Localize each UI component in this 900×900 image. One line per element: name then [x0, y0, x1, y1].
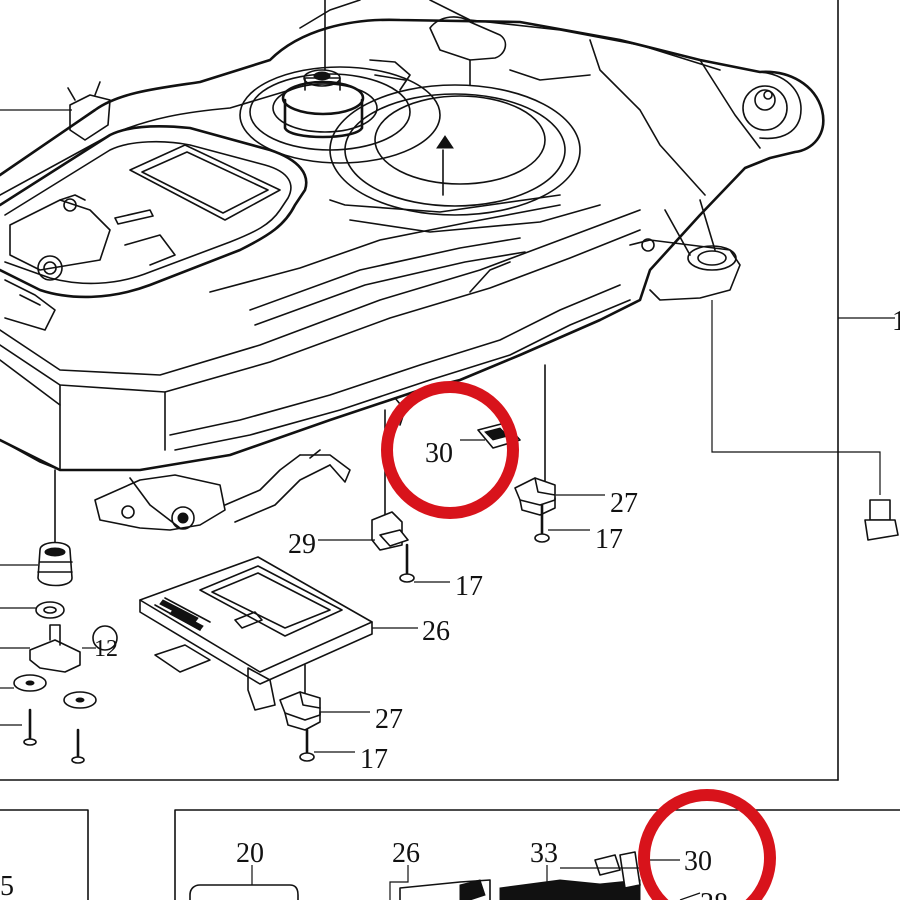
- label-17-bottom: 17: [360, 744, 388, 775]
- label-33: 33: [530, 838, 558, 869]
- label-26: 26: [422, 616, 450, 647]
- label-12: 12: [94, 636, 118, 662]
- label-30-lower: 30: [684, 846, 712, 877]
- label-27-bottom: 27: [375, 704, 403, 735]
- label-28-partial: 28: [700, 888, 728, 900]
- motor-hub: [239, 0, 601, 233]
- label-29: 29: [288, 529, 316, 560]
- right-edge-screw: [0, 109, 899, 541]
- chassis-parts: [54, 364, 605, 583]
- panel-frame-top: [0, 0, 839, 781]
- label-27-right: 27: [610, 488, 638, 519]
- label-20: 20: [236, 838, 264, 869]
- highlight-ring-bottom: [638, 789, 776, 900]
- lower-panel-parts: [189, 851, 701, 900]
- label-1-edge: 1: [892, 306, 900, 337]
- label-30-top: 30: [425, 438, 453, 469]
- left-hardware-stack: [0, 541, 118, 764]
- highlight-ring-top: [381, 381, 519, 519]
- highlight-rings: [381, 381, 776, 900]
- label-17-mid: 17: [455, 571, 483, 602]
- label-5: 5: [0, 871, 14, 900]
- label-17-right: 17: [595, 524, 623, 555]
- display-panel: [0, 124, 308, 331]
- circuit-board-26: [139, 556, 418, 711]
- label-26-lower: 26: [392, 838, 420, 869]
- callout-labels: 30 27 17 29 17 26 27 17 12 1 5 20 26 33 …: [0, 306, 900, 900]
- clip-27-bottom: [279, 691, 370, 762]
